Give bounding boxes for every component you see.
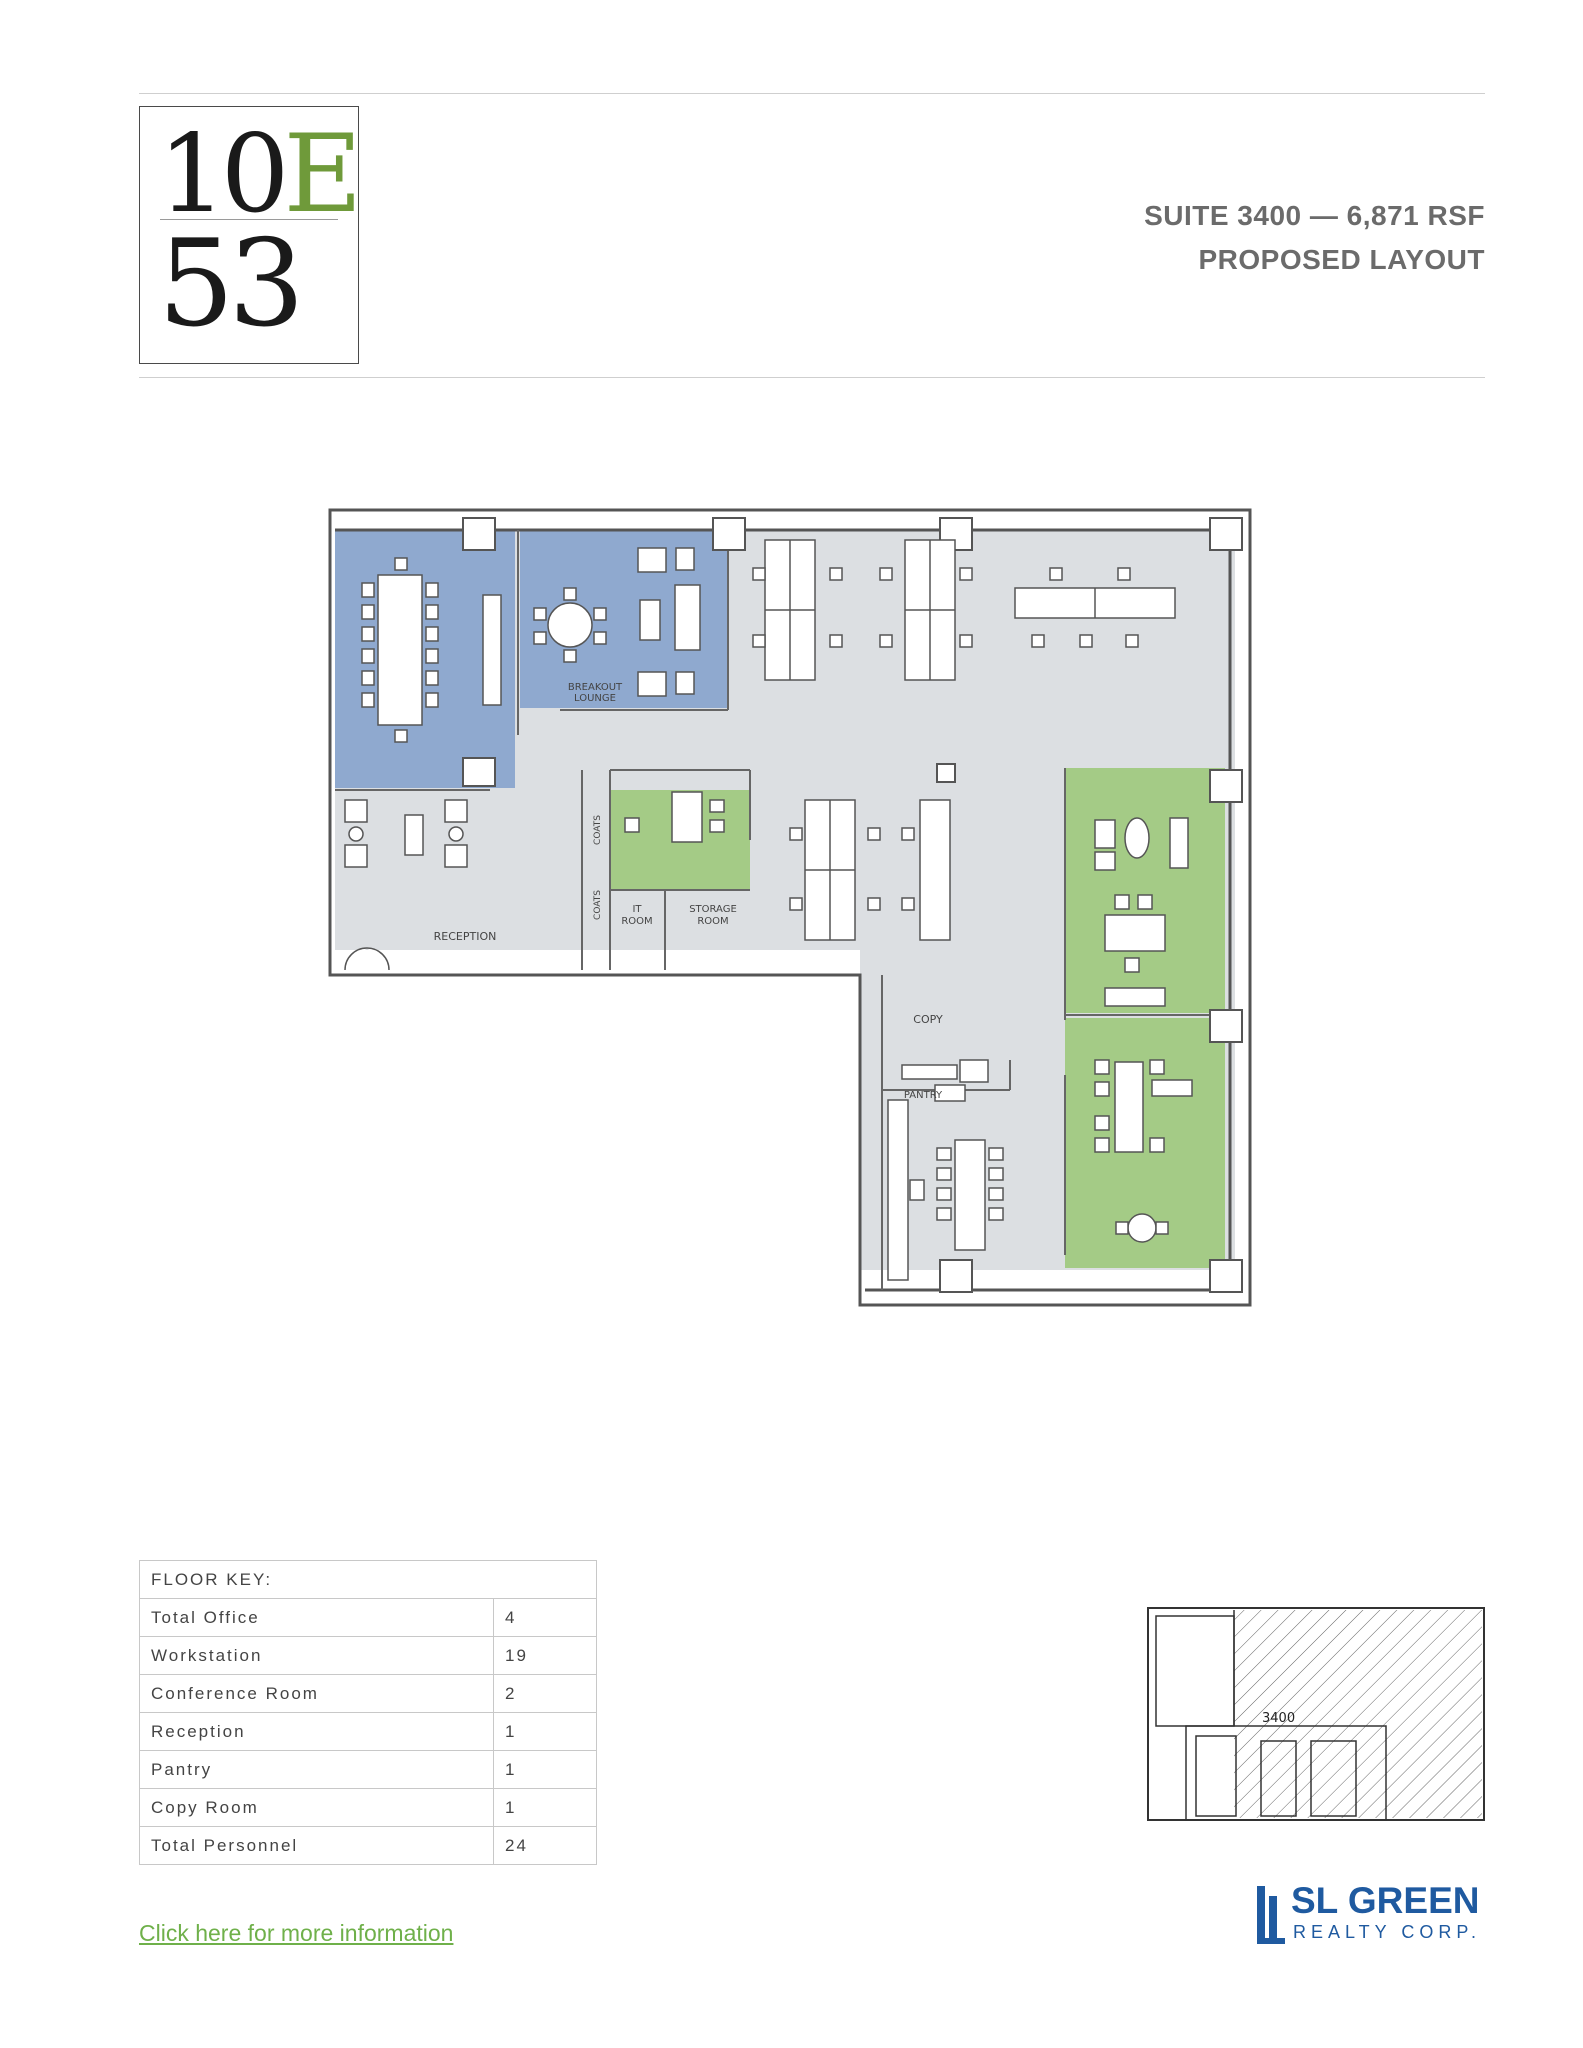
label-breakout-2: LOUNGE: [574, 693, 616, 704]
key-value: 1: [493, 1788, 597, 1827]
floor-plan: BREAKOUT LOUNGE COATS COATS IT ROOM STOR…: [328, 508, 1252, 1307]
table-row: Conference Room 2: [139, 1674, 597, 1713]
table-row: Total Personnel 24: [139, 1826, 597, 1865]
key-plan: 3400: [1147, 1607, 1485, 1821]
label-reception: RECEPTION: [434, 930, 497, 943]
key-plan-suite-label: 3400: [1262, 1711, 1295, 1726]
header-bottom-rule: [139, 377, 1485, 378]
key-label: Conference Room: [139, 1674, 494, 1713]
label-pantry: PANTRY: [904, 1090, 943, 1101]
logo-digits: 10: [158, 112, 289, 237]
floor-key-heading-row: FLOOR KEY:: [139, 1560, 597, 1599]
floor-key-heading: FLOOR KEY:: [139, 1560, 597, 1599]
logo-divider: [160, 219, 338, 220]
label-it-2: ROOM: [621, 916, 652, 927]
label-coats-b: COATS: [593, 890, 603, 920]
label-copy: COPY: [913, 1013, 943, 1026]
logo-bottom-line: 53: [158, 215, 305, 354]
key-label: Workstation: [139, 1636, 494, 1675]
label-storage-2: ROOM: [697, 916, 728, 927]
top-rule: [139, 93, 1485, 94]
suite-title: SUITE 3400 — 6,871 RSF: [1144, 200, 1485, 231]
key-value: 1: [493, 1750, 597, 1789]
lounge-furniture: [533, 547, 701, 697]
key-label: Reception: [139, 1712, 494, 1751]
layout-subtitle: PROPOSED LAYOUT: [1198, 244, 1485, 275]
building-logo: 10E 53: [139, 106, 362, 364]
logo-letter: E: [283, 112, 362, 237]
office-furniture: [624, 791, 1193, 1243]
walls: [328, 508, 1252, 1307]
key-label: Copy Room: [139, 1788, 494, 1827]
conference-table: [361, 557, 502, 743]
floor-key-table: FLOOR KEY: Total Office 4 Workstation 19…: [139, 1560, 597, 1865]
key-plan-lines: [1155, 1610, 1387, 1821]
brand-mark-icon: [1257, 1886, 1285, 1944]
workstations: [752, 539, 1176, 941]
office-right-upper: [1065, 768, 1225, 1013]
brand-logo: SL GREEN REALTY CORP.: [1255, 1880, 1485, 1950]
table-row: Total Office 4: [139, 1598, 597, 1637]
table-row: Reception 1: [139, 1712, 597, 1751]
key-label: Total Personnel: [139, 1826, 494, 1865]
key-value: 1: [493, 1712, 597, 1751]
label-storage-1: STORAGE: [689, 904, 737, 915]
more-info-link[interactable]: Click here for more information: [139, 1920, 454, 1946]
logo-top-line: 10E: [158, 121, 362, 229]
label-coats-a: COATS: [593, 815, 603, 845]
key-label: Total Office: [139, 1598, 494, 1637]
label-breakout-1: BREAKOUT: [568, 682, 623, 693]
brand-name: SL GREEN: [1291, 1880, 1480, 1921]
table-row: Workstation 19: [139, 1636, 597, 1675]
columns: [462, 517, 1243, 1293]
key-plan-suite-area: [1234, 1610, 1482, 1818]
table-row: Copy Room 1: [139, 1788, 597, 1827]
key-value: 4: [493, 1598, 597, 1637]
key-value: 24: [493, 1826, 597, 1865]
key-label: Pantry: [139, 1750, 494, 1789]
label-it-1: IT: [632, 904, 642, 915]
pantry-furniture: [887, 1059, 1004, 1281]
key-value: 2: [493, 1674, 597, 1713]
brand-sub: REALTY CORP.: [1293, 1922, 1482, 1942]
key-value: 19: [493, 1636, 597, 1675]
table-row: Pantry 1: [139, 1750, 597, 1789]
reception-furniture: [344, 799, 468, 971]
